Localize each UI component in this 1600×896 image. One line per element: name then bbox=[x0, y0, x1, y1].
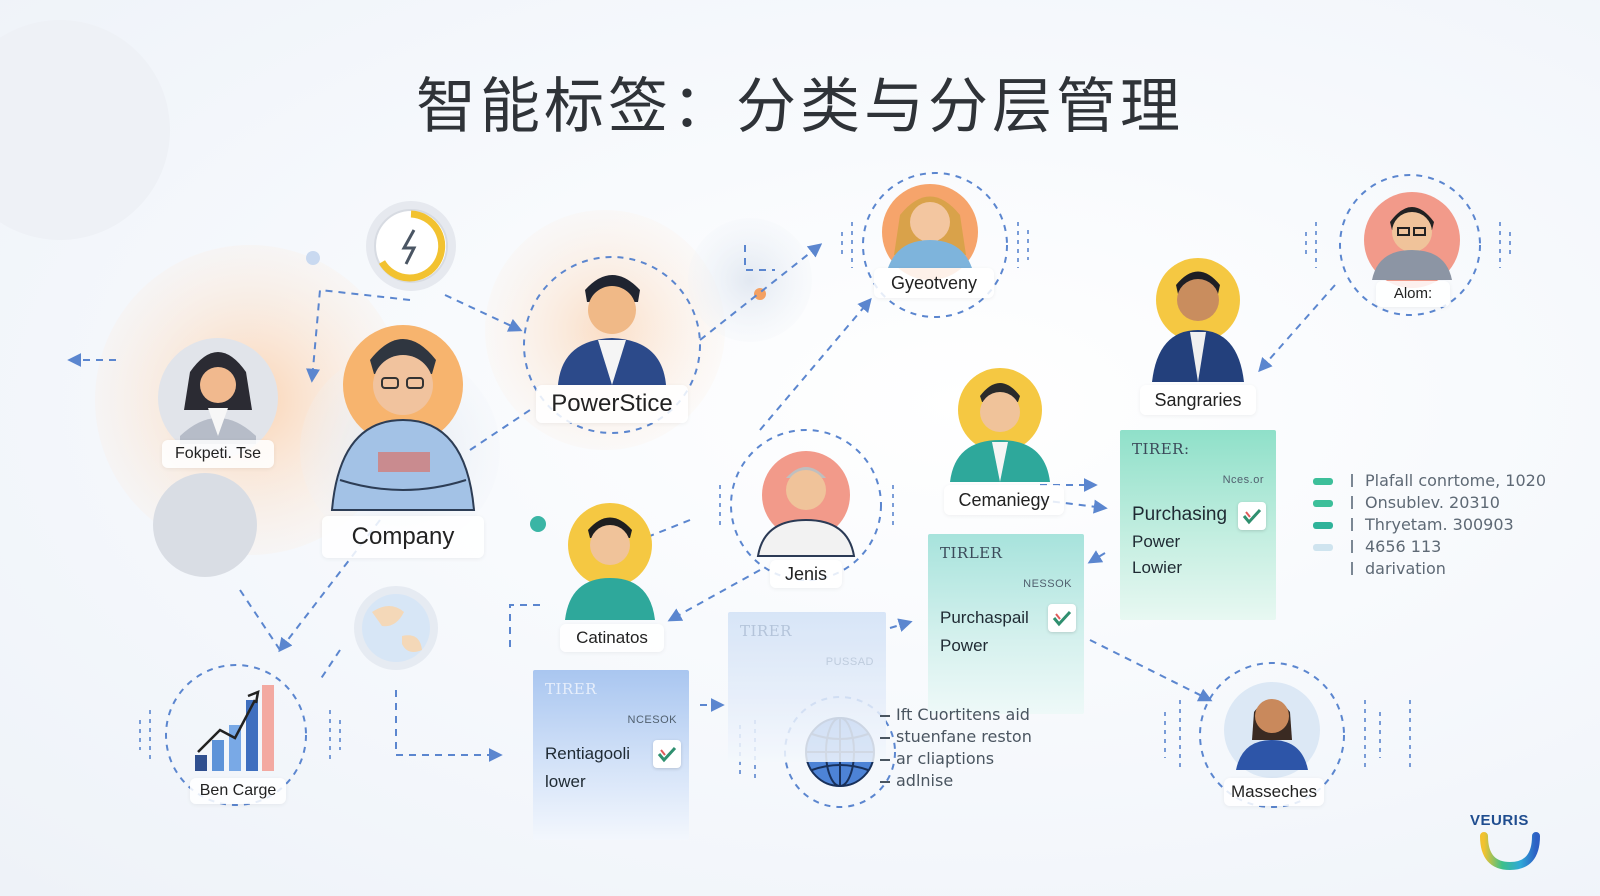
blue-dot bbox=[306, 251, 320, 265]
bar-chart-icon bbox=[195, 685, 274, 771]
note-dash bbox=[880, 737, 890, 739]
node-label-ben-carge: Ben Carge bbox=[190, 778, 286, 804]
node-label-alome: Alom: bbox=[1376, 281, 1450, 307]
legend-swatch bbox=[1313, 544, 1333, 551]
tier-card-green: TIRER: Nces.or Purchasing Power Lowier bbox=[1120, 430, 1276, 620]
brand-logo-mark-icon bbox=[1480, 832, 1540, 871]
tier-card-green-line-3: Lowier bbox=[1132, 558, 1183, 577]
note-text: ar cliaptions bbox=[896, 749, 995, 768]
grey-blob-center bbox=[688, 218, 812, 342]
node-label-gyeotveny: Gyeotveny bbox=[874, 268, 994, 298]
tier-card-blue-tier: TIRER bbox=[545, 680, 597, 698]
node-label-jenis: Jenis bbox=[770, 560, 842, 588]
tier-card-teal: TIRLER NESSOK Purchaspail Power bbox=[928, 534, 1084, 714]
note-dash bbox=[880, 715, 890, 717]
tier-card-green-line-2: Power bbox=[1132, 532, 1181, 551]
note-text: stuenfane reston bbox=[896, 727, 1032, 746]
legend-text: Thryetam. 300903 bbox=[1365, 515, 1514, 534]
tier-card-teal-line-2: Power bbox=[940, 636, 989, 655]
ring-masseches bbox=[1199, 662, 1345, 808]
legend-tick bbox=[1351, 540, 1353, 553]
tier-card-green-tier: TIRER: bbox=[1132, 440, 1190, 458]
ring-gyeotveny bbox=[862, 172, 1008, 318]
legend-swatch bbox=[1313, 522, 1333, 529]
avatar-fokpeti bbox=[158, 338, 278, 458]
legend-swatch bbox=[1313, 500, 1333, 507]
avatar-catinatos bbox=[565, 503, 655, 620]
legend-text: darivation bbox=[1365, 559, 1446, 578]
grey-blob-topleft bbox=[0, 20, 170, 240]
node-label-company: Company bbox=[322, 516, 484, 558]
tier-card-blue-line-2: lower bbox=[545, 772, 586, 791]
node-label-fokpeti: Fokpeti. Tse bbox=[162, 440, 274, 468]
avatar-company bbox=[330, 325, 476, 511]
avatar-gyeotveny bbox=[882, 184, 978, 280]
tier-card-faded-tier: TIRER bbox=[740, 622, 792, 640]
check-badge-icon bbox=[653, 740, 681, 768]
avatar-cemaniegy bbox=[950, 368, 1050, 482]
globe-map-icon bbox=[354, 586, 438, 670]
ring-alome bbox=[1339, 174, 1481, 316]
avatar-alome bbox=[1364, 192, 1460, 288]
note-dash bbox=[880, 781, 890, 783]
timer-icon bbox=[366, 201, 456, 291]
grey-blob-left bbox=[153, 473, 257, 577]
tier-card-green-code: Nces.or bbox=[1222, 474, 1264, 486]
avatar-jenis bbox=[756, 451, 856, 557]
tier-card-teal-code: NESSOK bbox=[1023, 578, 1072, 590]
legend-swatch bbox=[1313, 478, 1333, 485]
avatar-sangraries bbox=[1152, 258, 1244, 382]
page-title: 智能标签：分类与分层管理 bbox=[416, 72, 1184, 142]
check-badge-icon bbox=[1048, 604, 1076, 632]
legend-tick bbox=[1351, 518, 1353, 531]
check-badge-icon bbox=[1238, 502, 1266, 530]
legend-text: 4656 113 bbox=[1365, 537, 1442, 556]
node-label-catinatos: Catinatos bbox=[560, 624, 664, 652]
tier-card-faded: TIRER PUSSAD bbox=[728, 612, 886, 762]
tier-card-teal-line-1: Purchaspail bbox=[940, 608, 1029, 627]
brand-logo: VEURIS bbox=[1470, 812, 1529, 829]
tier-card-blue-code: NCESOK bbox=[627, 714, 677, 726]
ring-ben-carge bbox=[165, 664, 307, 806]
note-text: adlnise bbox=[896, 771, 954, 790]
legend-tick bbox=[1351, 562, 1353, 575]
node-label-masseches: Masseches bbox=[1224, 778, 1324, 806]
legend-tick bbox=[1351, 496, 1353, 509]
note-text: Ift Cuortitens aid bbox=[896, 705, 1030, 724]
ring-jenis bbox=[730, 429, 882, 581]
tier-card-faded-code: PUSSAD bbox=[825, 656, 874, 668]
legend-text: Plafall conrtome, 1020 bbox=[1365, 471, 1546, 490]
avatar-powerstice bbox=[558, 275, 666, 385]
tier-card-blue: TIRER NCESOK Rentiagooli lower bbox=[533, 670, 689, 840]
tier-card-teal-tier: TIRLER bbox=[940, 544, 1003, 562]
note-dash bbox=[880, 759, 890, 761]
legend-tick bbox=[1351, 474, 1353, 487]
node-label-cemaniegy: Cemaniegy bbox=[944, 485, 1064, 515]
tier-card-green-line-1: Purchasing bbox=[1132, 504, 1228, 525]
node-label-powerstice: PowerStice bbox=[536, 385, 688, 423]
avatar-masseches bbox=[1224, 682, 1320, 778]
ring-powerstice bbox=[523, 256, 701, 434]
legend-text: Onsublev. 20310 bbox=[1365, 493, 1500, 512]
node-label-sangraries: Sangraries bbox=[1140, 385, 1256, 415]
tier-card-blue-line-1: Rentiagooli bbox=[545, 744, 631, 763]
teal-dot bbox=[530, 516, 546, 532]
